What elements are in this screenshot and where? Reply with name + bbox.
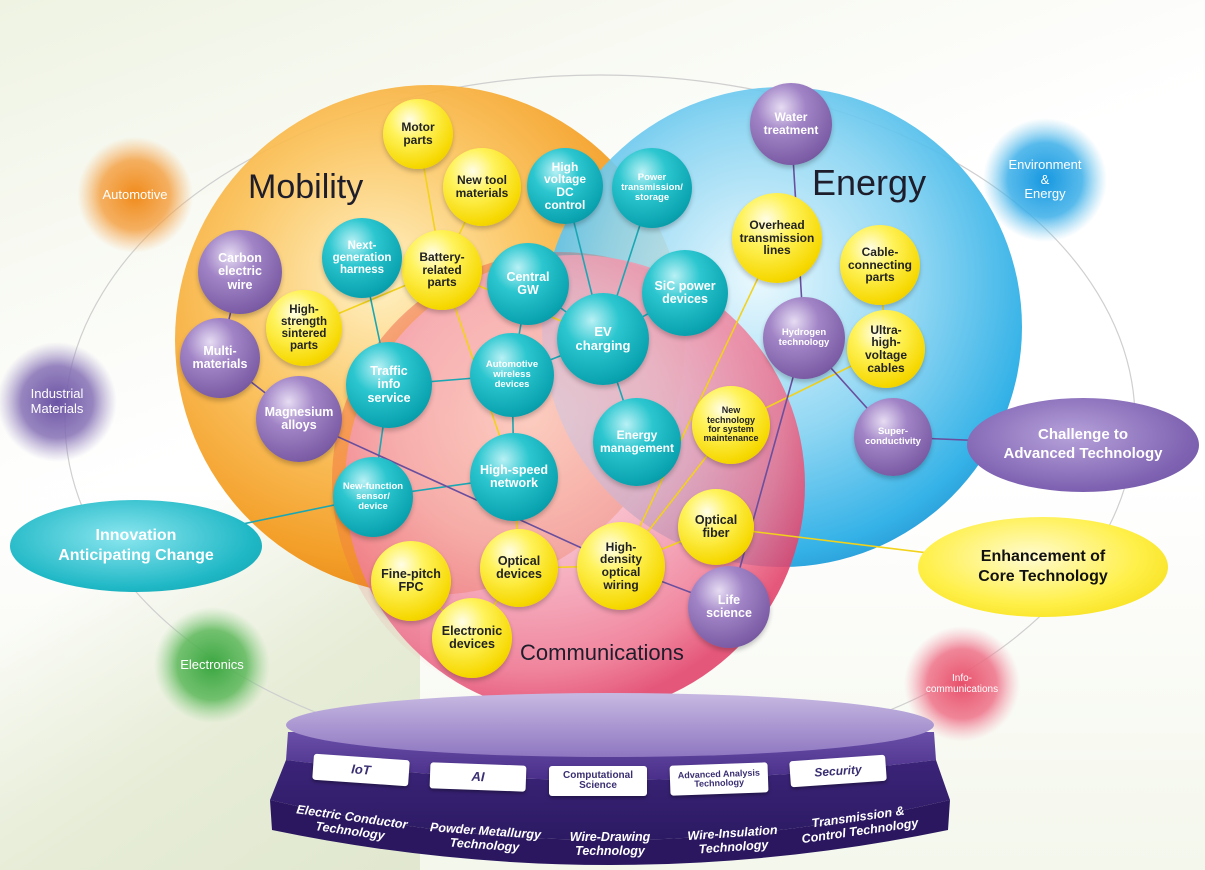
tag-ai: AI <box>429 762 527 792</box>
node-uhv-cables: Ultra- high- voltage cables <box>847 310 925 388</box>
node-energy-mgmt: Energy management <box>593 398 681 486</box>
pedestal-bottom <box>270 800 950 865</box>
node-next-gen-harness: Next- generation harness <box>322 218 402 298</box>
node-high-voltage-dc: High voltage DC control <box>527 148 603 224</box>
communications-title: Communications <box>520 640 684 665</box>
node-optical-fiber: Optical fiber <box>678 489 754 565</box>
market-industrial-materials: Industrial Materials <box>30 386 84 416</box>
theme-enhancement: Enhancement of Core Technology <box>918 517 1168 617</box>
environment-energy-glow <box>983 118 1107 242</box>
node-sintered-parts: High- strength sintered parts <box>266 290 342 366</box>
tag-advanced-analysis: Advanced Analysis Technology <box>669 762 769 796</box>
node-new-function-sensor: New-function sensor/ device <box>333 457 413 537</box>
tag-computational: Computational Science <box>549 766 647 796</box>
market-automotive: Automotive <box>102 186 168 202</box>
node-overhead-lines: Overhead transmission lines <box>732 193 822 283</box>
node-new-tool-materials: New tool materials <box>443 148 521 226</box>
market-electronics: Electronics <box>180 656 244 672</box>
industrial-materials-glow <box>0 342 117 462</box>
node-auto-wireless: Automotive wireless devices <box>470 333 554 417</box>
node-ev-charging: EV charging <box>557 293 649 385</box>
electronics-glow <box>154 607 270 723</box>
node-central-gw: Central GW <box>487 243 569 325</box>
market-infocommunications: Info- communications <box>925 672 999 696</box>
node-hydrogen: Hydrogen technology <box>763 297 845 379</box>
node-water-treatment: Water treatment <box>750 83 832 165</box>
mobility-title: Mobility <box>248 168 364 206</box>
core-wire-drawing: Wire-Drawing Technology <box>569 830 651 858</box>
node-magnesium: Magnesium alloys <box>256 376 342 462</box>
market-environment-energy: Environment & Energy <box>1008 156 1082 202</box>
node-battery-parts: Battery- related parts <box>402 230 482 310</box>
node-power-transmission: Power transmission/ storage <box>612 148 692 228</box>
node-optical-devices: Optical devices <box>480 529 558 607</box>
node-life-science: Life science <box>688 566 770 648</box>
node-motor-parts: Motor parts <box>383 99 453 169</box>
node-high-speed-network: High-speed network <box>470 433 558 521</box>
automotive-glow <box>77 137 193 253</box>
node-traffic-info: Traffic info service <box>346 342 432 428</box>
theme-innovation: Innovation Anticipating Change <box>10 500 262 592</box>
infocommunications-glow <box>904 626 1020 742</box>
node-carbon-wire: Carbon electric wire <box>198 230 282 314</box>
node-fine-pitch-fpc: Fine-pitch FPC <box>371 541 451 621</box>
node-superconductivity: Super- conductivity <box>854 398 932 476</box>
node-new-tech-maintenance: New technology for system maintenance <box>692 386 770 464</box>
node-electronic-devices: Electronic devices <box>432 598 512 678</box>
energy-title: Energy <box>812 162 927 203</box>
theme-challenge: Challenge to Advanced Technology <box>967 398 1199 492</box>
link-magnesium-hd-optical-wiring <box>298 418 622 567</box>
node-multi-materials: Multi- materials <box>180 318 260 398</box>
node-cable-parts: Cable- connecting parts <box>840 225 920 305</box>
node-sic-power: SiC power devices <box>642 250 728 336</box>
link-hydrogen-life-science <box>728 337 805 608</box>
pedestal-top <box>286 693 934 757</box>
node-hd-optical-wiring: High- density optical wiring <box>577 522 665 610</box>
